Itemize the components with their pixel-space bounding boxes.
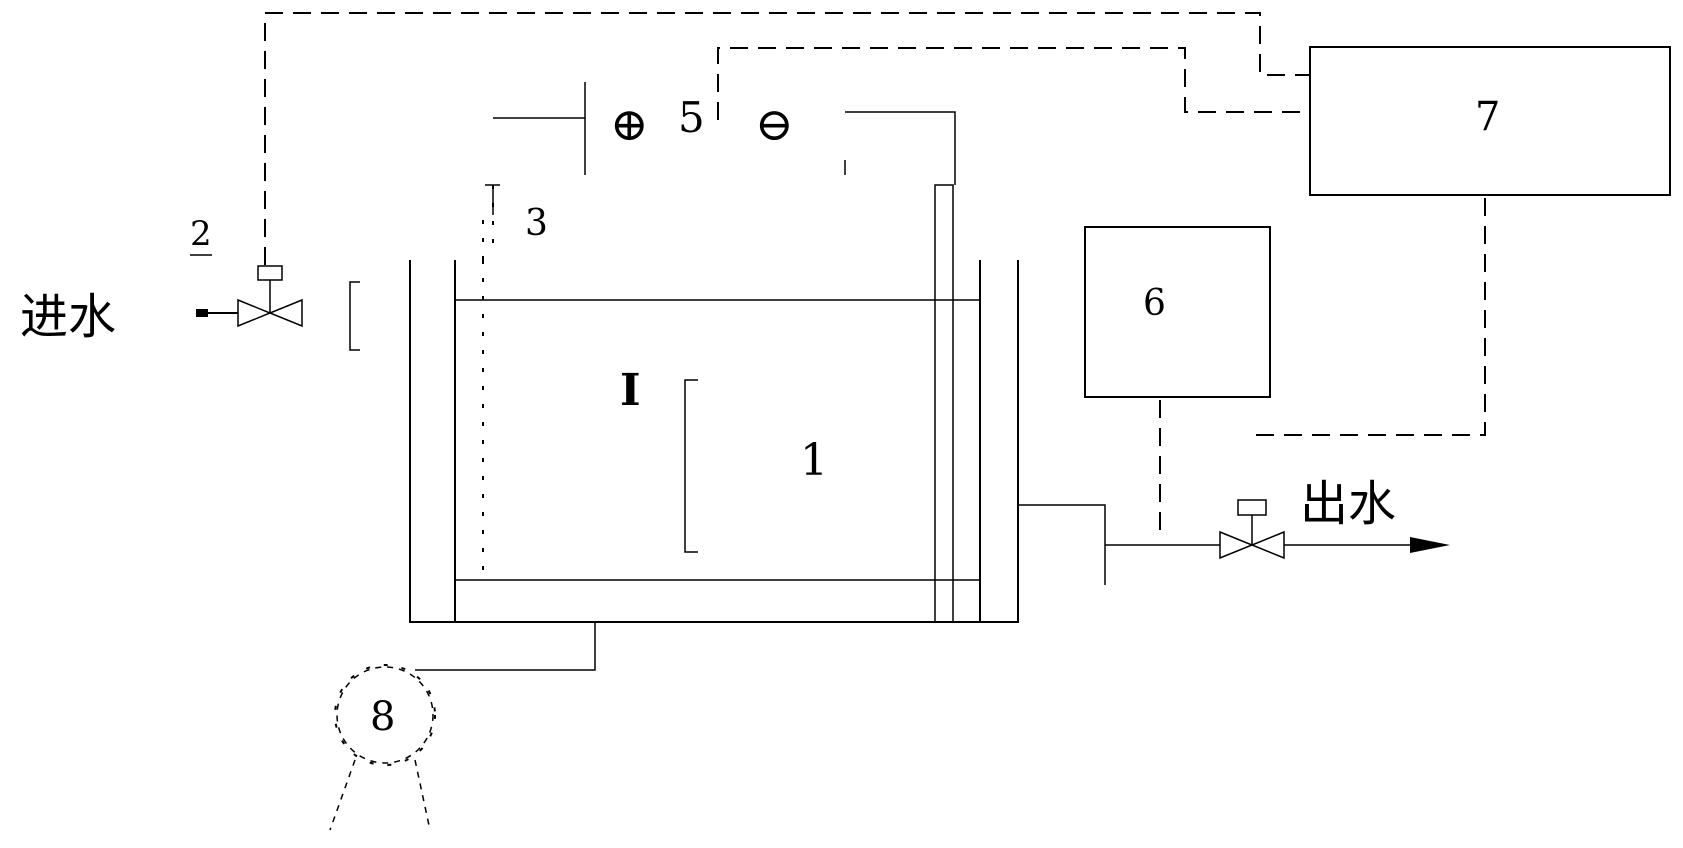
plus-sign: ⊕ xyxy=(610,97,649,151)
power-supply-label: 5 xyxy=(678,93,705,142)
power-wire-positive xyxy=(493,82,586,175)
pump-8-ring xyxy=(336,666,434,764)
tank-outer xyxy=(409,260,1019,623)
outlet-valve xyxy=(1219,499,1285,560)
tank-label: 1 xyxy=(800,435,828,486)
baffle xyxy=(684,379,698,553)
outlet-pipe xyxy=(1018,504,1106,585)
pump-stand xyxy=(329,759,431,831)
pump-line xyxy=(415,622,596,671)
electrode-3-label: 3 xyxy=(525,203,548,244)
inlet-valve-2 xyxy=(237,265,303,328)
control-line-inlet-valve xyxy=(264,12,1310,265)
power-wire-negative xyxy=(845,111,956,185)
inlet-pipe-bracket xyxy=(349,281,360,351)
pump-label: 8 xyxy=(370,694,395,740)
electrode-3-lead xyxy=(482,185,494,260)
electrode-rod xyxy=(934,184,954,623)
box-6-label: 6 xyxy=(1143,283,1166,324)
box-7-label: 7 xyxy=(1475,94,1500,140)
control-line-box6 xyxy=(1250,198,1486,436)
box-7 xyxy=(1309,46,1671,196)
section-mark: I xyxy=(620,365,641,416)
box-6 xyxy=(1084,226,1271,398)
minus-sign: ⊖ xyxy=(755,97,794,151)
pump-8 xyxy=(334,664,436,766)
control-line-power-supply xyxy=(717,47,1310,120)
outlet-water-label: 出水 xyxy=(1300,476,1396,532)
electrode-3-top xyxy=(485,184,500,215)
inlet-water-label: 进水 xyxy=(20,289,116,345)
outlet-arrow-head xyxy=(1410,537,1450,553)
inlet-valve-label: 2 xyxy=(190,214,212,254)
inlet-arrow-head xyxy=(196,309,208,317)
